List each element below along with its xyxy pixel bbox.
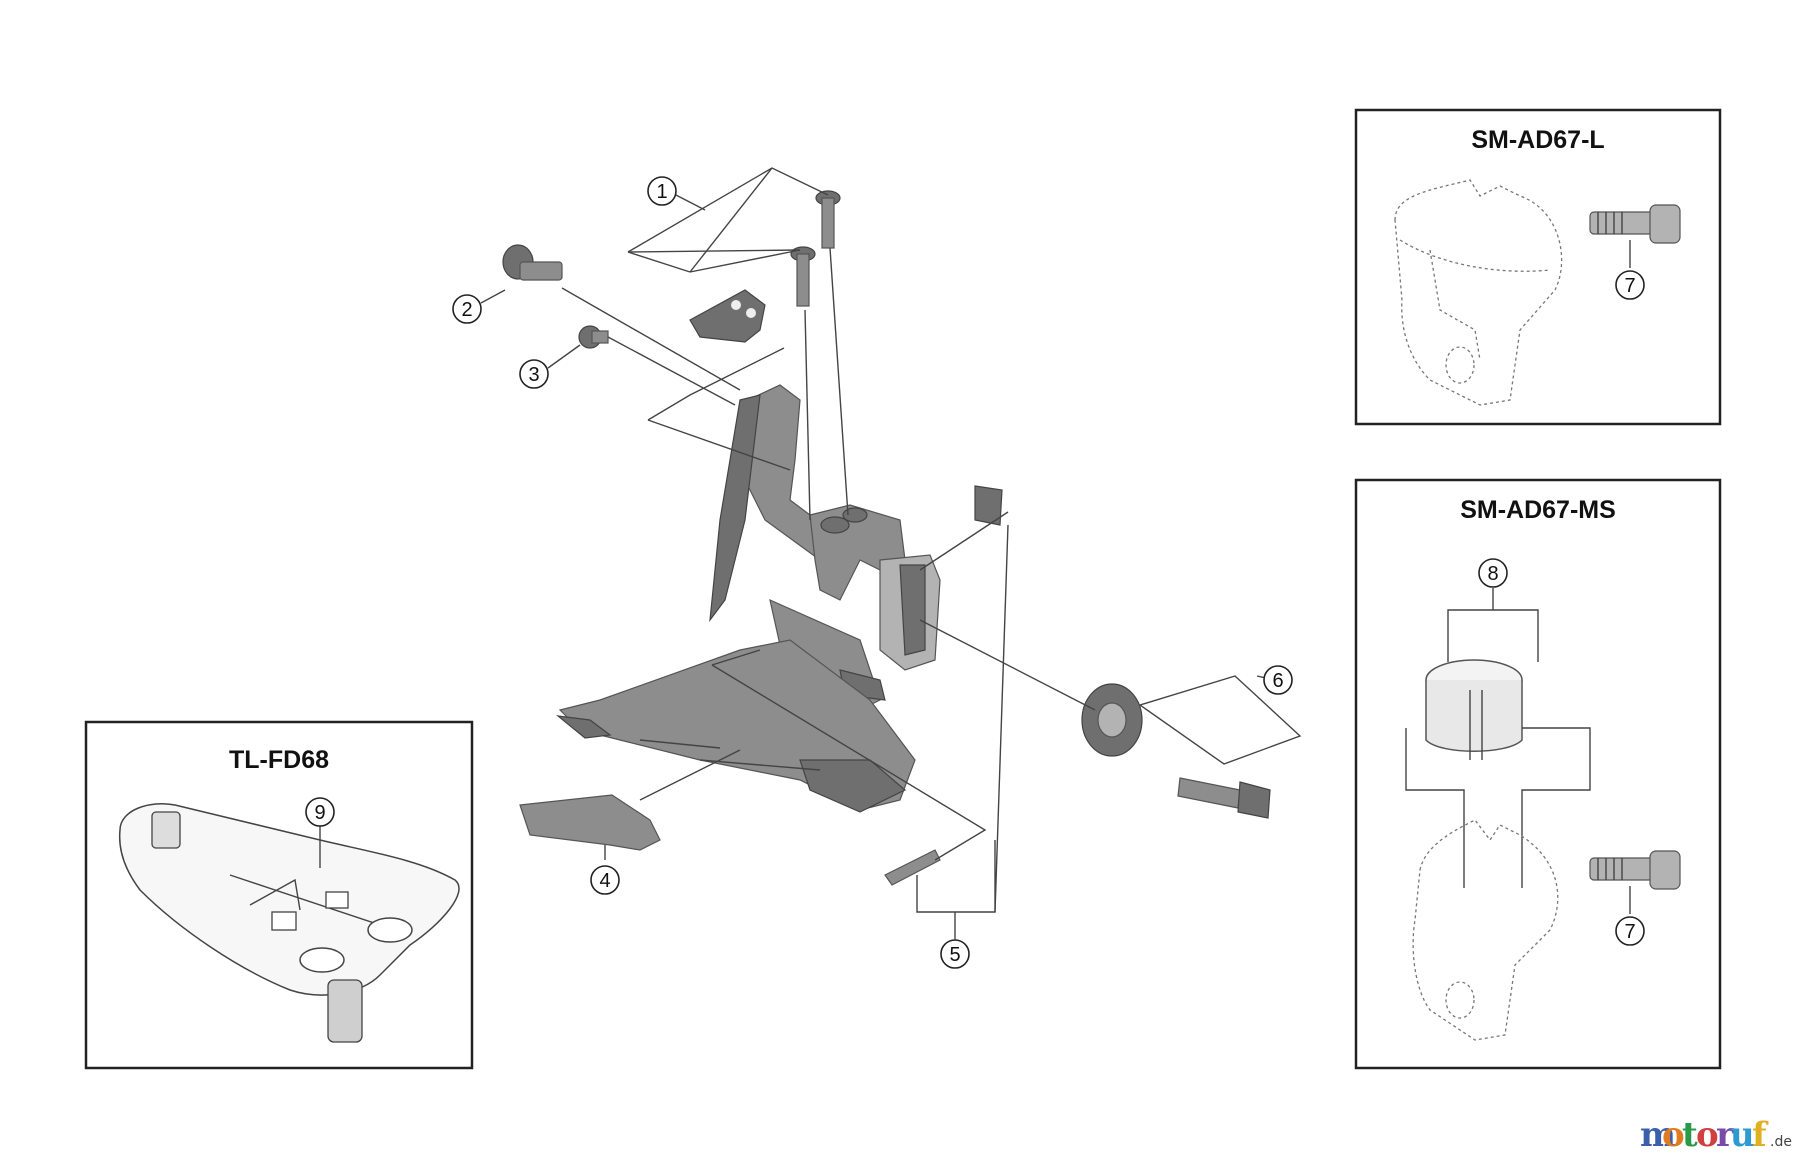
callout-7-bottom: 7 [1615,916,1645,946]
bolt-icon [1589,850,1681,890]
watermark-letter-2: t [1682,1115,1698,1155]
shim-ring-icon [1425,659,1523,760]
svg-text:2: 2 [461,299,472,321]
shim-icon [974,485,1003,526]
clamp-band-icon [1394,179,1563,406]
guide-plate-icon [689,289,766,343]
box-title-sm-ad67-ms: SM-AD67-MS [1460,496,1616,524]
watermark-letter-6: f [1752,1115,1769,1155]
tl-fd68-box [84,720,474,1070]
cage-pad-icon [519,794,661,851]
callout-1: 1 [647,176,677,206]
svg-text:1: 1 [656,181,667,203]
callout-2: 2 [452,294,482,324]
bolt-icon [1589,204,1681,244]
box-title-sm-ad67-l: SM-AD67-L [1471,126,1604,154]
svg-text:7: 7 [1624,921,1635,943]
bolt-icon [884,849,941,886]
callout-5: 5 [940,939,970,969]
bolt-icon [1177,777,1271,819]
svg-text:9: 9 [314,802,325,824]
svg-text:7: 7 [1624,275,1635,297]
callout-7-top: 7 [1615,270,1645,300]
watermark-logo: m o t o r u f .de [1640,1115,1792,1155]
watermark-letter-1: o [1662,1115,1685,1155]
spacer-icon [1081,683,1143,757]
svg-text:6: 6 [1272,670,1283,692]
watermark-letter-5: u [1730,1115,1755,1155]
watermark-letter-0: m [1640,1115,1676,1155]
callout-4: 4 [590,865,620,895]
clamp-band-icon [1412,819,1559,1041]
tool-plate-icon [118,803,460,1043]
svg-text:5: 5 [949,944,960,966]
bolt-icon [578,325,609,349]
callout-8: 8 [1478,558,1508,588]
callout-3: 3 [519,359,549,389]
watermark-suffix: .de [1770,1134,1792,1150]
sm-ad67-l-box [1354,108,1722,426]
svg-text:3: 3 [528,364,539,386]
watermark-letter-3: o [1696,1115,1719,1155]
callout-6: 6 [1263,665,1293,695]
bolt-icon [790,190,841,307]
watermark-letter-4: r [1716,1115,1735,1155]
bolt-icon [502,244,563,281]
svg-text:8: 8 [1487,563,1498,585]
svg-text:4: 4 [599,870,610,892]
box-title-tl-fd68: TL-FD68 [229,746,329,774]
callout-9: 9 [305,797,335,827]
sm-ad67-ms-box [1354,478,1722,1070]
front-derailleur-icon [556,384,941,813]
